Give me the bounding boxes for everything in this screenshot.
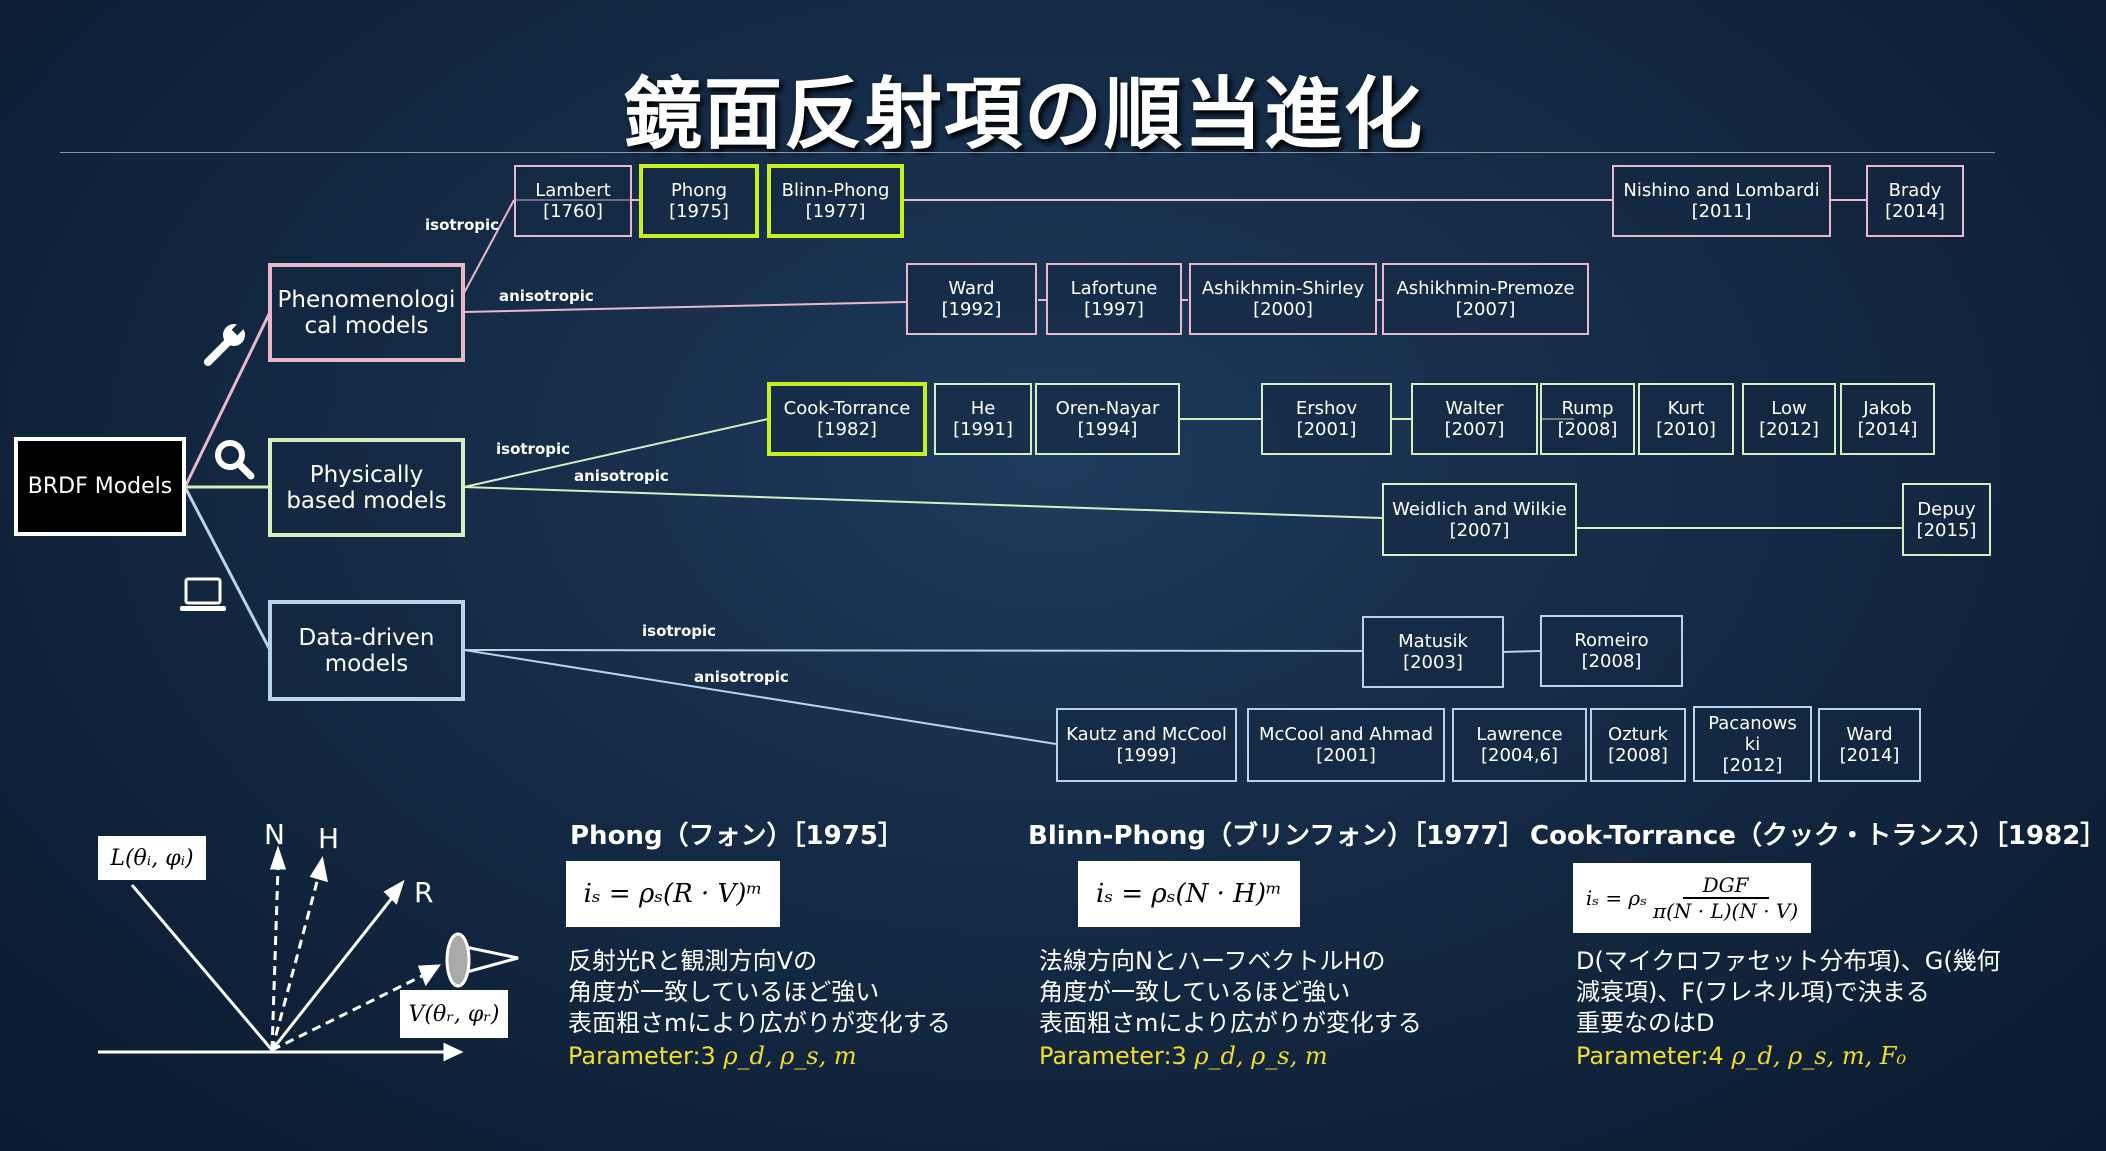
phys-anisotropic-label: anisotropic	[574, 467, 669, 485]
slide-title: 鏡面反射項の順当進化	[623, 70, 1424, 160]
model-ward-2014: Ward [2014]	[1818, 708, 1921, 782]
data-isotropic-label: isotropic	[642, 622, 717, 640]
blinn-phong-section-title: Blinn-Phong（ブリンフォン）［1977］	[1028, 821, 1525, 851]
brdf-models-root: BRDF Models	[14, 437, 186, 536]
model-romeiro: Romeiro [2008]	[1540, 615, 1683, 687]
model-brady: Brady [2014]	[1866, 165, 1964, 237]
phong-parameter-vars: ρ_d, ρ_s, m	[723, 1042, 857, 1070]
light-vector-label: L(θᵢ, φᵢ)	[98, 836, 206, 880]
data-anisotropic-label: anisotropic	[694, 668, 789, 686]
cook-torrance-formula-numerator: DGF	[1682, 873, 1769, 899]
blinn-phong-description: 法線方向NとハーフベクトルHの 角度が一致しているほど強い 表面粗さmにより広が…	[1039, 947, 1422, 1037]
model-he: He [1991]	[934, 383, 1032, 455]
title-divider	[60, 152, 1995, 153]
model-nishino-lombardi: Nishino and Lombardi [2011]	[1612, 165, 1831, 237]
view-vector-label: V(θᵣ, φᵣ)	[400, 990, 508, 1038]
tree-connectors	[98, 199, 1902, 1062]
model-pacanowski: Pacanows ki [2012]	[1693, 706, 1812, 782]
phong-description: 反射光Rと観測方向Vの 角度が一致しているほど強い 表面粗さmにより広がりが変化…	[568, 947, 951, 1037]
cook-torrance-parameter-vars: ρ_d, ρ_s, m, F₀	[1731, 1042, 1907, 1070]
reflection-diagram	[98, 845, 519, 1062]
model-depuy: Depuy [2015]	[1902, 483, 1991, 556]
normal-label: N	[264, 818, 285, 851]
phenom-anisotropic-label: anisotropic	[499, 287, 594, 305]
cook-torrance-formula-lhs: iₛ = ρₛ	[1585, 886, 1647, 910]
laptop-icon	[180, 577, 226, 611]
cook-torrance-formula-denominator: π(N · L)(N · V)	[1652, 899, 1799, 923]
cook-torrance-parameters: Parameter:4 ρ_d, ρ_s, m, F₀	[1576, 1042, 1907, 1070]
wrench-icon	[204, 322, 245, 366]
cook-torrance-section-title: Cook-Torrance（クック・トランス）［1982］	[1530, 821, 2106, 851]
model-kautz-mccool: Kautz and McCool [1999]	[1056, 708, 1237, 782]
model-matusik: Matusik [2003]	[1362, 616, 1504, 688]
search-icon	[215, 440, 255, 480]
model-ashikhmin-shirley: Ashikhmin-Shirley [2000]	[1189, 263, 1377, 335]
model-lambert: Lambert [1760]	[514, 165, 632, 237]
model-ershov: Ershov [2001]	[1261, 383, 1392, 455]
model-rump: Rump [2008]	[1540, 383, 1635, 455]
model-ozturk: Ozturk [2008]	[1590, 708, 1686, 782]
phenomenological-models-box: Phenomenologi cal models	[268, 263, 465, 362]
model-weidlich-wilkie: Weidlich and Wilkie [2007]	[1382, 483, 1577, 556]
model-jakob: Jakob [2014]	[1840, 383, 1935, 455]
root-data-edge	[184, 488, 272, 651]
cook-torrance-description: D(マイクロファセット分布項)、G(幾何 減衰項)、F(フレネル項)で決まる 重…	[1576, 947, 2001, 1037]
model-blinn-phong: Blinn-Phong [1977]	[767, 164, 904, 238]
phys-isotropic-label: isotropic	[496, 440, 571, 458]
blinn-phong-formula: iₛ = ρₛ(N · H)ᵐ	[1078, 861, 1300, 927]
model-mccool-ahmad: McCool and Ahmad [2001]	[1247, 708, 1445, 782]
reflect-vector-label: R	[414, 876, 434, 909]
phong-formula: iₛ = ρₛ(R · V)ᵐ	[566, 861, 780, 927]
model-ashikhmin-premoze: Ashikhmin-Premoze [2007]	[1382, 263, 1589, 335]
model-low: Low [2012]	[1742, 383, 1836, 455]
model-phong: Phong [1975]	[639, 164, 759, 238]
blinn-phong-parameter-vars: ρ_d, ρ_s, m	[1194, 1042, 1328, 1070]
model-ward-1992: Ward [1992]	[906, 263, 1037, 335]
model-lawrence: Lawrence [2004,6]	[1452, 708, 1587, 782]
model-walter: Walter [2007]	[1411, 383, 1538, 455]
blinn-phong-parameters: Parameter:3 ρ_d, ρ_s, m	[1039, 1042, 1328, 1070]
phong-parameters: Parameter:3 ρ_d, ρ_s, m	[568, 1042, 857, 1070]
half-vector-label: H	[318, 822, 340, 855]
phenom-isotropic-label: isotropic	[425, 216, 500, 234]
model-lafortune: Lafortune [1997]	[1046, 263, 1182, 335]
cook-torrance-formula: iₛ = ρₛ DGF π(N · L)(N · V)	[1573, 863, 1811, 933]
root-phenom-edge	[184, 311, 272, 486]
data-driven-models-box: Data-driven models	[268, 600, 465, 701]
model-cook-torrance: Cook-Torrance [1982]	[767, 382, 927, 456]
physically-based-models-box: Physically based models	[268, 438, 465, 537]
model-oren-nayar: Oren-Nayar [1994]	[1035, 383, 1180, 455]
model-kurt: Kurt [2010]	[1638, 383, 1734, 455]
phong-section-title: Phong（フォン）［1975］	[570, 821, 904, 851]
